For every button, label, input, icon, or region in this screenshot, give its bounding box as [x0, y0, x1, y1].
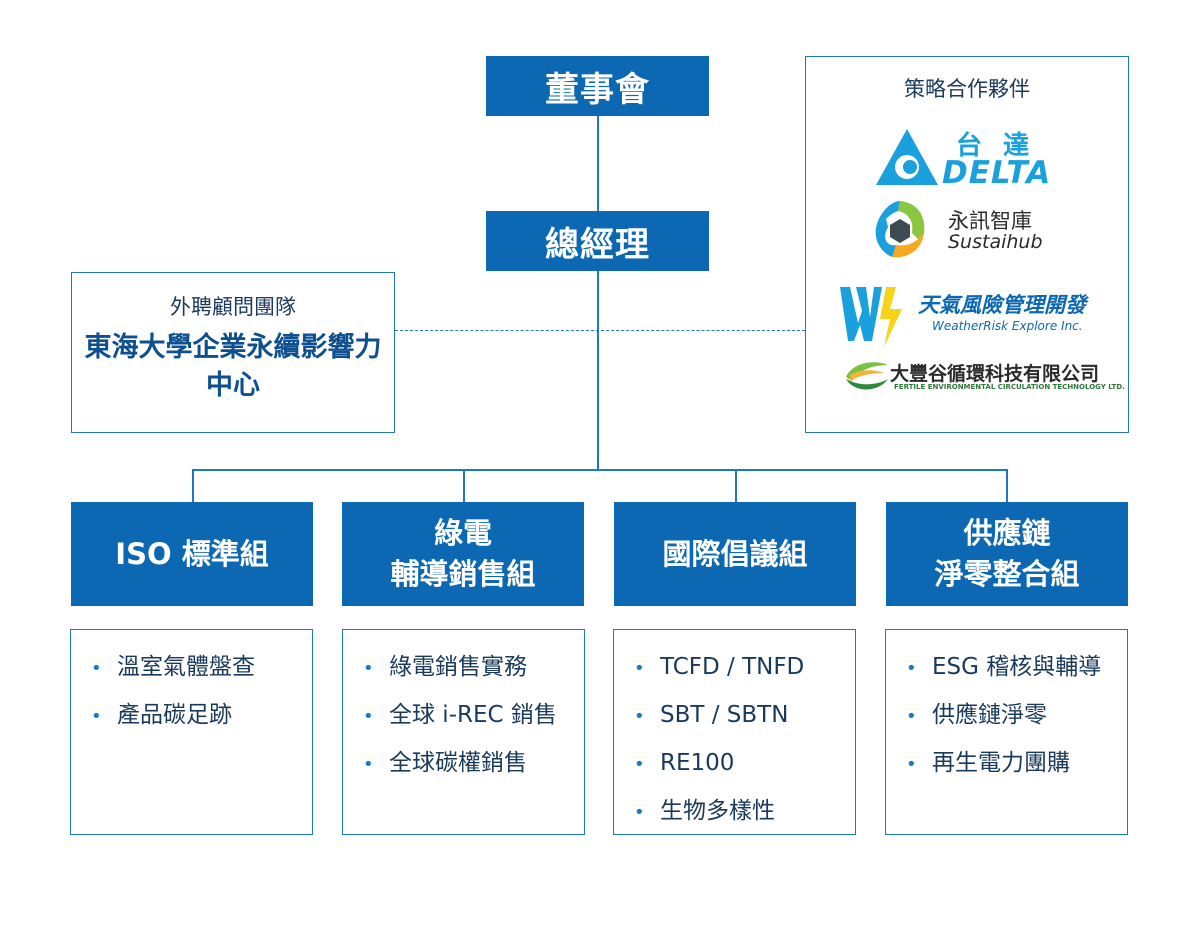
group-title-line: 供應鏈 [963, 516, 1051, 550]
connector-horizontal-bus [192, 469, 1008, 471]
group-items-supply-chain: •ESG 稽核與輔導 •供應鏈淨零 •再生電力團購 [885, 629, 1128, 835]
bullet-icon: • [363, 754, 374, 775]
weatherrisk-zh: 天氣風險管理開發 [918, 293, 1086, 317]
bullet-icon: • [906, 754, 917, 775]
general-manager-label: 總經理 [545, 224, 650, 265]
list-item: •TCFD / TNFD [634, 644, 849, 692]
bullet-icon: • [634, 754, 645, 775]
list-item: •SBT / SBTN [634, 692, 849, 740]
fertile-zh: 大豐谷循環科技有限公司 [890, 363, 1100, 385]
fertile-leaf-icon [846, 362, 888, 390]
group-title-iso: ISO 標準組 [115, 534, 268, 575]
group-title-international: 國際倡議組 [662, 534, 807, 575]
board-box: 董事會 [486, 56, 709, 116]
weatherrisk-en: WeatherRisk Explore Inc. [932, 319, 1083, 333]
list-item: •ESG 稽核與輔導 [906, 644, 1121, 692]
bullet-icon: • [906, 658, 917, 679]
weatherrisk-logo: 天氣風險管理開發 WeatherRisk Explore Inc. [840, 283, 1120, 347]
connector-group-3 [735, 469, 737, 502]
group-box-international: 國際倡議組 [614, 502, 856, 606]
list-item: •綠電銷售實務 [363, 644, 578, 692]
item-list: •ESG 稽核與輔導 •供應鏈淨零 •再生電力團購 [906, 644, 1121, 788]
consultant-name: 東海大學企業永續影響力中心 [84, 332, 382, 401]
list-item: •再生電力團購 [906, 740, 1121, 788]
sustaihub-en: Sustaihub [948, 231, 1043, 253]
item-list: •綠電銷售實務 •全球 i-REC 銷售 •全球碳權銷售 [363, 644, 578, 788]
item-list: •TCFD / TNFD •SBT / SBTN •RE100 •生物多樣性 [634, 644, 849, 836]
consultant-label: 外聘顧問團隊 [170, 295, 296, 319]
bullet-icon: • [91, 658, 102, 679]
group-title-line: 綠電 [433, 516, 492, 550]
delta-en: DELTA [942, 155, 1052, 191]
bullet-icon: • [634, 802, 645, 823]
bullet-icon: • [906, 706, 917, 727]
group-title-line: ISO 標準組 [115, 536, 269, 571]
group-items-green-power: •綠電銷售實務 •全球 i-REC 銷售 •全球碳權銷售 [342, 629, 585, 835]
group-title-line: 輔導銷售組 [390, 557, 536, 591]
list-item: •供應鏈淨零 [906, 692, 1121, 740]
fertile-en: FERTILE ENVIRONMENTAL CIRCULATION TECHNO… [894, 383, 1125, 391]
connector-dashed-advisors [395, 330, 805, 331]
delta-triangle-icon [876, 129, 938, 185]
fertile-logo: 大豐谷循環科技有限公司 FERTILE ENVIRONMENTAL CIRCUL… [844, 357, 1134, 397]
connector-group-2 [463, 469, 465, 502]
connector-gm-groups [597, 270, 599, 470]
group-items-international: •TCFD / TNFD •SBT / SBTN •RE100 •生物多樣性 [613, 629, 856, 835]
bullet-icon: • [634, 658, 645, 679]
connector-group-4 [1006, 469, 1008, 502]
sustaihub-zh: 永訊智庫 [948, 209, 1032, 233]
consultant-box: 外聘顧問團隊 東海大學企業永續影響力中心 [71, 272, 395, 433]
group-box-iso: ISO 標準組 [71, 502, 313, 606]
bullet-icon: • [363, 706, 374, 727]
group-title-line: 淨零整合組 [934, 557, 1080, 591]
bullet-icon: • [634, 706, 645, 727]
sustaihub-logo: 永訊智庫 Sustaihub [872, 199, 1072, 263]
item-list: •溫室氣體盤查 •產品碳足跡 [91, 644, 306, 740]
list-item: •全球碳權銷售 [363, 740, 578, 788]
sustaihub-hexagon-icon [875, 201, 925, 258]
general-manager-box: 總經理 [486, 211, 709, 271]
board-label: 董事會 [545, 69, 650, 110]
list-item: •溫室氣體盤查 [91, 644, 306, 692]
list-item: •生物多樣性 [634, 788, 849, 836]
bullet-icon: • [363, 658, 374, 679]
delta-zh: 台 達 [956, 131, 1036, 161]
group-title-green-power: 綠電 輔導銷售組 [390, 513, 535, 595]
partners-box: 策略合作夥伴 台 達 DELTA 永訊智庫 Sustaihub 天氣風險管理開發… [805, 56, 1129, 433]
group-box-green-power: 綠電 輔導銷售組 [342, 502, 584, 606]
list-item: •全球 i-REC 銷售 [363, 692, 578, 740]
group-box-supply-chain: 供應鏈 淨零整合組 [886, 502, 1128, 606]
weatherrisk-w-icon [840, 287, 902, 347]
partners-label: 策略合作夥伴 [904, 77, 1030, 101]
list-item: •產品碳足跡 [91, 692, 306, 740]
delta-logo: 台 達 DELTA [874, 127, 1054, 191]
list-item: •RE100 [634, 740, 849, 788]
connector-board-gm [597, 116, 599, 212]
group-items-iso: •溫室氣體盤查 •產品碳足跡 [70, 629, 313, 835]
connector-group-1 [192, 469, 194, 502]
bullet-icon: • [91, 706, 102, 727]
group-title-line: 國際倡議組 [662, 536, 808, 571]
group-title-supply-chain: 供應鏈 淨零整合組 [934, 513, 1079, 595]
